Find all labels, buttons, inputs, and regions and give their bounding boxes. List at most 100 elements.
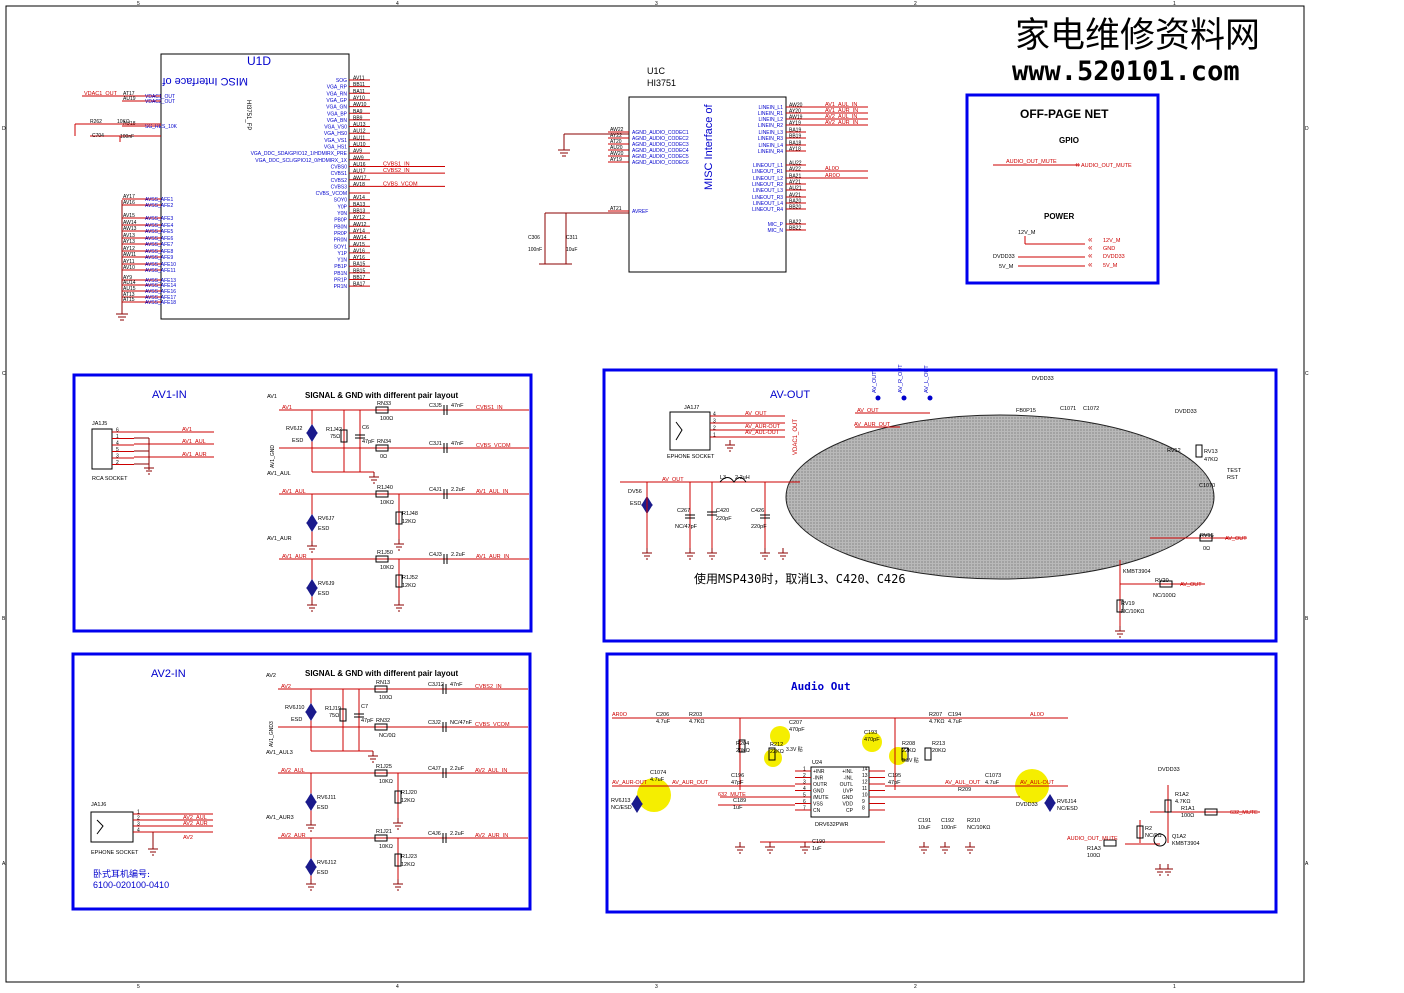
pin-number: AU11 xyxy=(353,135,365,141)
pin-name: AVSS_AFE5 xyxy=(145,229,173,235)
part-ref: R213 xyxy=(932,741,945,747)
offpage-arrow: « xyxy=(1088,235,1093,244)
ground-symbol xyxy=(368,751,378,763)
pin-name: LINEOUT_R4 xyxy=(752,207,783,213)
output-net: AV_AUR-OUT xyxy=(612,780,648,786)
frame-col-label: 4 xyxy=(396,1,399,7)
capacitor-symbol xyxy=(443,405,448,415)
esd-diode-symbol xyxy=(1044,802,1056,812)
pin-name: PR1N xyxy=(334,284,348,290)
part-ref: RV6J12 xyxy=(317,860,336,866)
jack-pin-number: 3 xyxy=(713,419,716,425)
pin-name: AVSS_AFE4 xyxy=(145,223,173,229)
msp430-hatched-area xyxy=(785,414,1215,580)
part-value: 4.7KΩ xyxy=(929,719,944,725)
esd-diode-symbol xyxy=(631,803,643,813)
jack-net-label: AV2 xyxy=(183,835,193,841)
part-ref: C194 xyxy=(948,712,961,718)
node-net: AV1_AUL xyxy=(267,471,291,477)
pin-number: BB17 xyxy=(353,275,365,281)
input-net: AV2 xyxy=(281,684,291,690)
power-net-out: 12V_M xyxy=(1103,238,1121,244)
input-net: AL0O xyxy=(1030,712,1045,718)
av2-footnote-2: 6100-020100-0410 xyxy=(93,880,169,890)
esd-diode-symbol xyxy=(305,703,317,713)
pin-number: BA22 xyxy=(789,220,801,226)
part-ref: RV6J7 xyxy=(318,516,334,522)
pin-number: AW11 xyxy=(123,252,136,258)
jack-name: EPHONE SOCKET xyxy=(91,850,139,856)
gpio-in-net: AUDIO_OUT_MUTE xyxy=(1006,159,1057,165)
part-ref: RV20 xyxy=(1155,578,1169,584)
resistor-symbol xyxy=(1159,580,1173,588)
pin-number: 14 xyxy=(862,767,868,773)
resistor-ref: R1J40 xyxy=(377,485,393,491)
avout-title: AV-OUT xyxy=(770,389,810,401)
pin-number: AV14 xyxy=(353,195,365,201)
pin-number: AU17 xyxy=(353,169,366,175)
input-net: AV2_AUR xyxy=(281,833,306,839)
jack-pin-number: 6 xyxy=(116,428,119,434)
resistor-symbol xyxy=(1116,599,1124,613)
pin-number: AY10 xyxy=(353,95,365,101)
frame-row-label: C xyxy=(1305,371,1309,377)
part-ref: RV6J13 xyxy=(611,798,630,804)
pin-name: VGA_RP xyxy=(327,85,348,91)
power-net-in: 12V_M xyxy=(1018,230,1036,236)
part-ref: R1A1 xyxy=(1181,806,1195,812)
u1c-ref: U1C xyxy=(647,66,666,76)
part-value: ESD xyxy=(317,805,328,811)
signal-wire xyxy=(612,717,1068,790)
part-ref: RV6J2 xyxy=(286,426,302,432)
part-value: KMBT3904 xyxy=(1172,841,1200,847)
esd-diode-symbol xyxy=(306,587,318,597)
ground-symbol xyxy=(940,842,950,854)
pin-number: 7 xyxy=(803,806,806,812)
pin-name: PB0P xyxy=(334,218,347,224)
part-ref: C1070 xyxy=(1199,483,1215,489)
node-net: AV1 xyxy=(267,394,277,400)
pin-name: PR0N xyxy=(334,238,348,244)
capacitor-symbol xyxy=(707,511,717,516)
pin-name: AVSS_AFE11 xyxy=(145,268,176,274)
pin-name: VGA_RN xyxy=(326,91,347,97)
pin-name: VDD xyxy=(842,802,853,808)
pin-name: SG_RES_10K xyxy=(145,124,178,130)
pin-number: AV15 xyxy=(353,242,365,248)
resistor-symbol xyxy=(901,747,909,761)
part-ref: R203 xyxy=(689,712,702,718)
av2-parts: RV6J10ESDR1J1975ΩC747pFRV6J11ESDR1J2012K… xyxy=(285,689,417,891)
net-label: CVBS2_IN xyxy=(383,168,410,174)
resistor-symbol xyxy=(1199,534,1213,542)
pin-name: PR1P xyxy=(334,278,348,284)
jack-pin-number: 2 xyxy=(116,460,119,466)
c311-val: 10uF xyxy=(566,247,577,253)
net-label: AV_AUR_OUT xyxy=(854,422,891,428)
esd-diode-symbol xyxy=(306,432,318,442)
part-value: 75Ω xyxy=(329,713,339,719)
pin-name: VGA_HS0 xyxy=(324,131,347,137)
pin-number: BB9 xyxy=(353,115,363,121)
pin-number: BB20 xyxy=(789,205,801,211)
pin-name: VGA_DDC_SDA/GPIO12_1/HDMIRX_PRE xyxy=(251,151,348,157)
audio-wires xyxy=(612,717,1260,845)
pin-number: AU20 xyxy=(610,145,623,151)
pin-number: AW13 xyxy=(123,226,137,232)
resistor-ref: R1J21 xyxy=(376,829,392,835)
ground-symbol xyxy=(1115,626,1125,638)
jack-net-label: AV2_AUL xyxy=(183,815,207,821)
resistor-symbol xyxy=(1103,839,1117,847)
jack-pin-number: 5 xyxy=(116,447,119,453)
pin-name: AVSS_AFE13 xyxy=(145,278,176,284)
part-value: 4.7KΩ xyxy=(689,719,704,725)
node-net: AV1_GND3 xyxy=(269,721,275,747)
resistor-symbol xyxy=(375,490,389,498)
pin-number: AV16 xyxy=(353,248,365,254)
part-value: 20KΩ xyxy=(736,748,750,754)
frame-row-label: D xyxy=(2,126,6,132)
